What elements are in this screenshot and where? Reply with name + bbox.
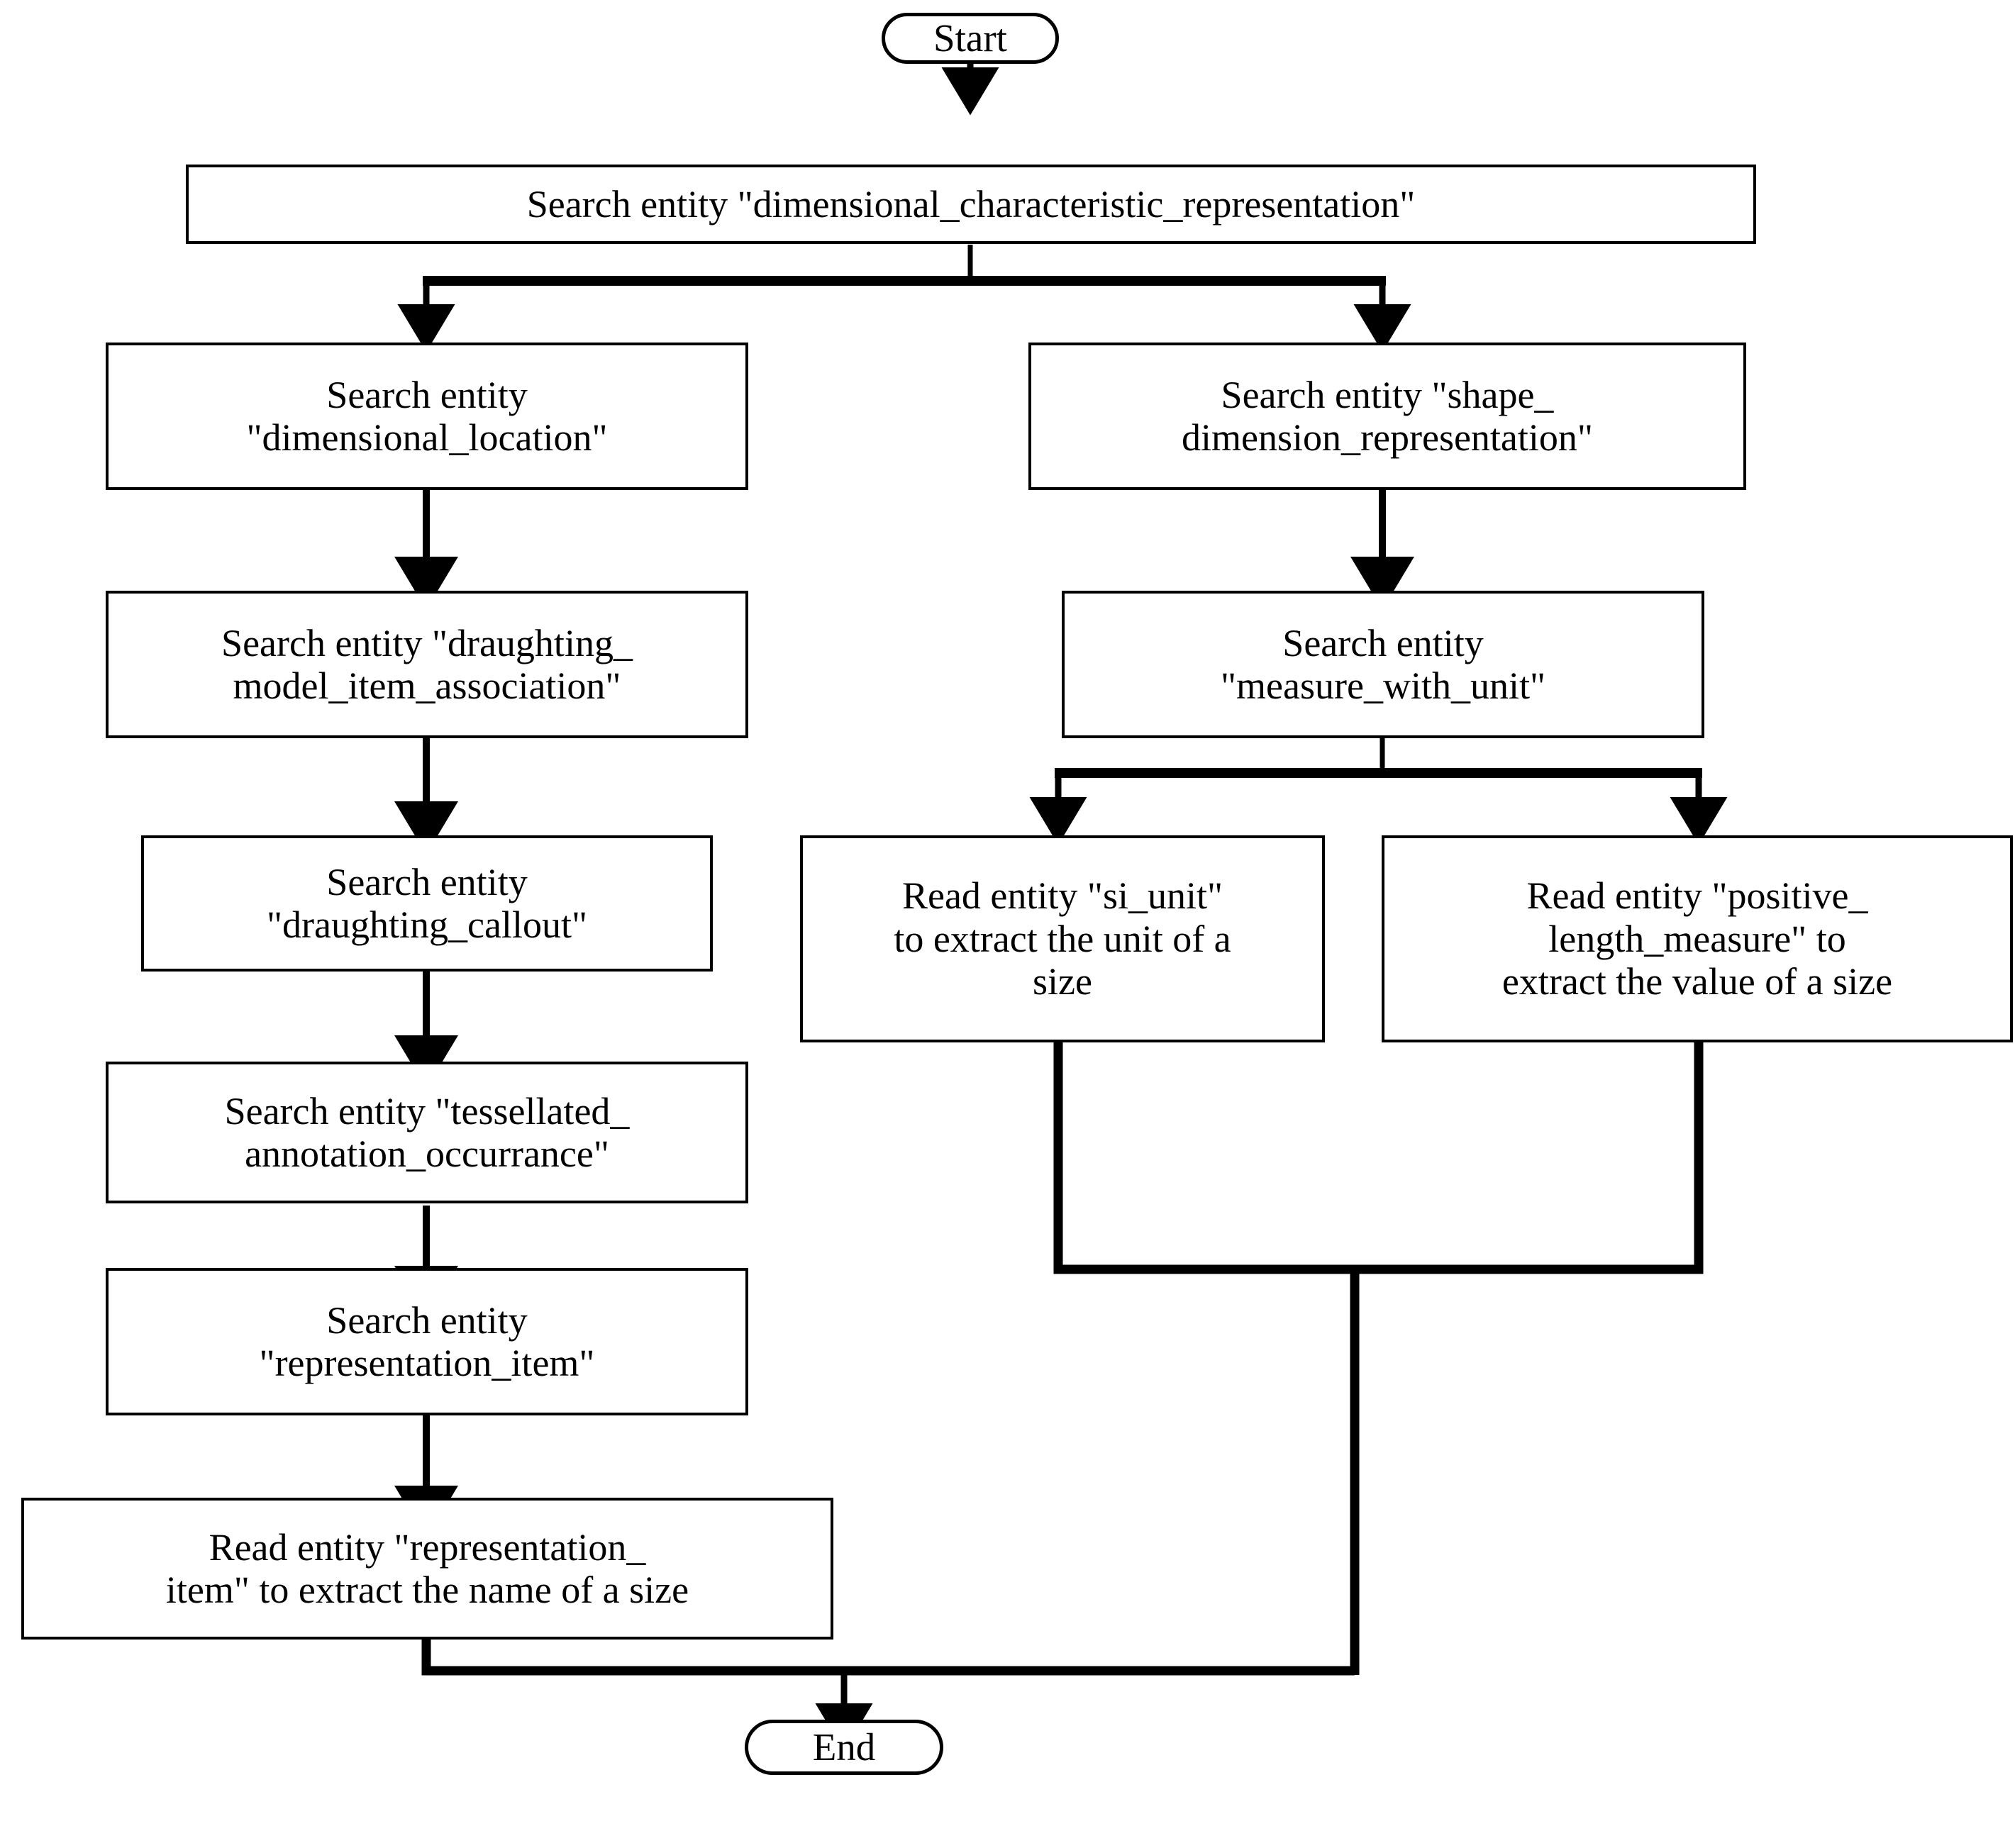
node-search-draughting-callout[interactable]: Search entity "draughting_callout" (141, 835, 713, 972)
node-read-positive-length-measure-label: Read entity "positive_ length_measure" t… (1501, 874, 1893, 1003)
node-search-draughting-model-item-association-label: Search entity "draughting_ model_item_as… (221, 621, 633, 707)
node-search-dimensional-characteristic-representation-label: Search entity "dimensional_characteristi… (526, 182, 1416, 226)
node-search-draughting-callout-label: Search entity "draughting_callout" (267, 860, 587, 946)
node-search-draughting-model-item-association[interactable]: Search entity "draughting_ model_item_as… (106, 591, 748, 738)
node-search-measure-with-unit-label: Search entity "measure_with_unit" (1221, 621, 1545, 707)
node-read-si-unit[interactable]: Read entity "si_unit" to extract the uni… (800, 835, 1325, 1042)
node-read-positive-length-measure[interactable]: Read entity "positive_ length_measure" t… (1382, 835, 2013, 1042)
node-search-tessellated-annotation-occurrance-label: Search entity "tessellated_ annotation_o… (224, 1089, 630, 1175)
node-search-dimensional-location-label: Search entity "dimensional_location" (246, 373, 608, 459)
node-search-representation-item-label: Search entity "representation_item" (259, 1298, 595, 1384)
node-search-shape-dimension-representation-label: Search entity "shape_ dimension_represen… (1182, 373, 1593, 459)
edge-si-unit-merge (1053, 1042, 1355, 1274)
node-search-dimensional-location[interactable]: Search entity "dimensional_location" (106, 343, 748, 490)
node-start[interactable]: Start (882, 13, 1059, 64)
node-search-measure-with-unit[interactable]: Search entity "measure_with_unit" (1062, 591, 1704, 738)
node-start-label: Start (933, 16, 1007, 60)
node-read-representation-item-label: Read entity "representation_ item" to ex… (165, 1525, 689, 1611)
node-end[interactable]: End (745, 1720, 943, 1775)
node-search-tessellated-annotation-occurrance[interactable]: Search entity "tessellated_ annotation_o… (106, 1062, 748, 1203)
node-read-si-unit-label: Read entity "si_unit" to extract the uni… (894, 874, 1231, 1003)
edge-plm-merge (1355, 1042, 1704, 1274)
node-search-dimensional-characteristic-representation[interactable]: Search entity "dimensional_characteristi… (186, 165, 1756, 244)
node-end-label: End (812, 1725, 876, 1769)
edge-left-branch-to-final-bar (421, 1638, 1355, 1676)
node-read-representation-item[interactable]: Read entity "representation_ item" to ex… (21, 1498, 833, 1640)
node-search-representation-item[interactable]: Search entity "representation_item" (106, 1268, 748, 1415)
node-search-shape-dimension-representation[interactable]: Search entity "shape_ dimension_represen… (1028, 343, 1746, 490)
